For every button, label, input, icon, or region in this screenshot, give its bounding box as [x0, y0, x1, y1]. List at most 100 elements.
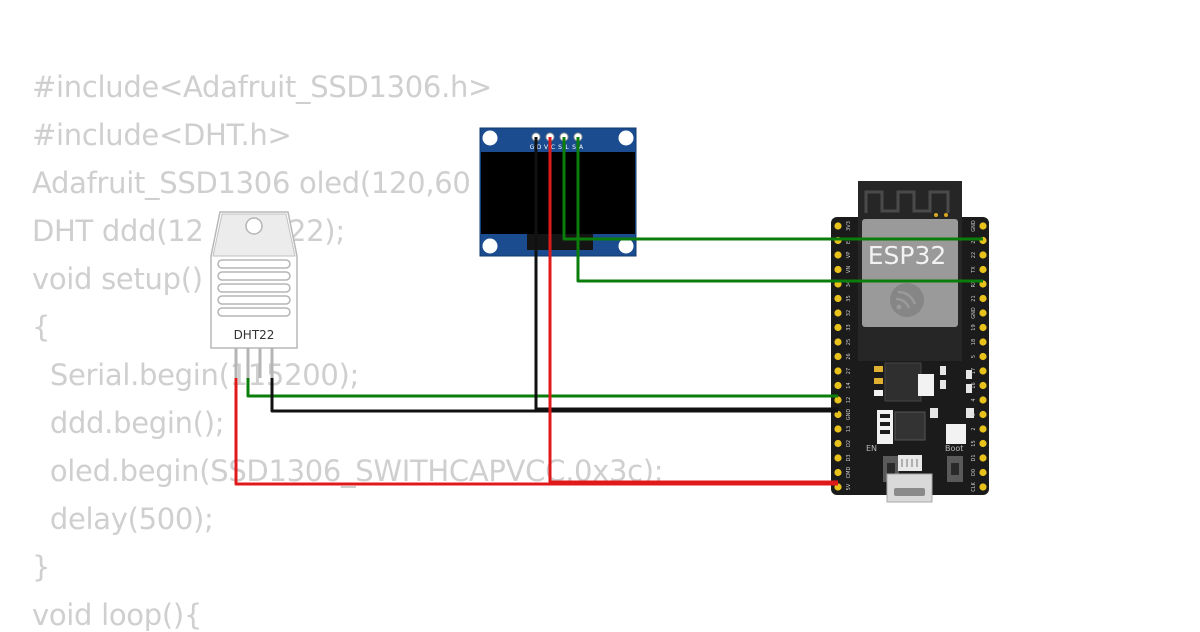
esp32-pin-left-27[interactable] — [834, 367, 842, 375]
sensor-grille — [217, 259, 291, 317]
esp32-pin-label: 18 — [971, 339, 977, 345]
wire-dht-gnd — [270, 378, 838, 413]
esp32-pin-left-32[interactable] — [834, 309, 842, 317]
esp32-pin-label: TX — [971, 266, 977, 274]
code-line: Adafruit_SSD1306 oled(120,60 — [32, 166, 471, 200]
esp32-pin-label: 17 — [971, 368, 977, 374]
esp32-pin-right-4[interactable] — [979, 396, 987, 404]
oled-screen — [481, 152, 635, 234]
esp32-board[interactable]: ESP32 EN Bo — [831, 181, 989, 503]
esp32-pin-right-tx[interactable] — [979, 265, 987, 274]
esp32-pin-label: 33 — [846, 324, 852, 330]
esp32-pin-left-3v3[interactable] — [834, 222, 842, 230]
mounting-hole-icon — [618, 130, 634, 146]
dht22-pins — [234, 348, 274, 378]
esp32-pin-label: 21 — [971, 295, 977, 301]
esp32-pin-right-17[interactable] — [979, 367, 987, 375]
esp32-pin-label: GND — [971, 220, 977, 232]
esp32-pin-right-gnd[interactable] — [979, 309, 987, 317]
esp32-pin-right-15[interactable] — [979, 439, 987, 448]
esp32-pin-left-14[interactable] — [834, 381, 842, 390]
esp32-pin-label: 19 — [971, 324, 977, 330]
esp32-pin-label: 3V3 — [846, 221, 852, 231]
esp32-pin-label: 5 — [971, 355, 977, 358]
esp32-pin-label: 14 — [846, 382, 852, 388]
mounting-hole-icon — [482, 238, 498, 254]
esp32-pin-label: GND — [846, 409, 852, 421]
esp32-pin-right-21[interactable] — [979, 294, 987, 303]
esp32-pin-label: 34 — [846, 281, 852, 287]
esp32-pin-label: 35 — [846, 295, 852, 301]
esp32-pin-left-26[interactable] — [834, 352, 842, 361]
svg-text:S: S — [572, 144, 576, 151]
esp32-pin-label: VP — [846, 252, 852, 258]
esp32-pin-left-35[interactable] — [834, 294, 842, 303]
svg-text:S: S — [558, 144, 562, 151]
esp32-pin-label: 0 — [971, 413, 977, 416]
code-line: } — [32, 550, 51, 584]
wire-dht-vcc — [234, 378, 838, 486]
esp32-shield-can — [862, 219, 958, 327]
esp32-pin-left-33[interactable] — [834, 323, 842, 332]
wire-oled-scl — [562, 137, 983, 241]
code-line: Serial.begin(115200); — [32, 358, 360, 392]
oled-pin-labels: G D V C S L S A — [530, 144, 584, 151]
esp32-pin-left-d3[interactable] — [834, 454, 842, 462]
wire-oled-sda — [576, 137, 983, 283]
esp32-pin-right-2[interactable] — [979, 425, 987, 433]
en-label: EN — [866, 444, 877, 453]
esp32-pin-left-vp[interactable] — [834, 251, 842, 259]
dht22-label: DHT22 — [234, 328, 275, 342]
code-line: delay(500); — [32, 502, 214, 536]
dht22-sensor[interactable]: DHT22 — [210, 211, 298, 378]
esp32-pin-right-0[interactable] — [979, 410, 987, 419]
esp32-pin-left-vn[interactable] — [834, 265, 842, 274]
esp32-pin-label: D0 — [971, 469, 977, 476]
svg-text:C: C — [551, 144, 555, 151]
esp32-pin-left-d2[interactable] — [834, 439, 842, 448]
code-line: void loop(){ — [32, 598, 203, 632]
esp32-pin-label: CLK — [971, 482, 977, 492]
esp32-pin-label: 5V — [846, 483, 852, 490]
esp32-pin-right-clk[interactable] — [979, 483, 987, 491]
esp32-pin-label: 26 — [846, 353, 852, 359]
code-line: ddd.begin(); — [32, 406, 225, 440]
esp32-pin-left-gnd[interactable] — [834, 410, 842, 419]
esp32-pin-label: D2 — [846, 440, 852, 447]
esp32-pin-right-16[interactable] — [979, 381, 987, 390]
esp32-pin-right-d0[interactable] — [979, 468, 987, 477]
wire-dht-data — [246, 378, 838, 398]
svg-text:G: G — [530, 144, 535, 151]
esp32-pin-right-5[interactable] — [979, 352, 987, 361]
code-line: { — [32, 310, 51, 344]
esp32-pin-right-d1[interactable] — [979, 454, 987, 462]
mounting-hole-icon — [245, 217, 263, 235]
esp32-pin-right-gnd[interactable] — [979, 222, 987, 230]
mounting-hole-icon — [482, 130, 498, 146]
mounting-hole-icon — [618, 238, 634, 254]
esp32-pin-right-18[interactable] — [979, 338, 987, 346]
espressif-logo-icon — [890, 283, 924, 317]
esp32-pin-left-13[interactable] — [834, 425, 842, 433]
esp32-pin-label: GND — [971, 307, 977, 319]
esp32-pin-right-19[interactable] — [979, 323, 987, 332]
esp32-pin-right-22[interactable] — [979, 251, 987, 259]
esp32-pin-label: D1 — [971, 454, 977, 461]
esp32-pin-headers — [834, 222, 987, 491]
oled-display[interactable]: G D V C S L S A — [479, 127, 637, 257]
esp32-pin-label: VN — [846, 266, 852, 273]
esp32-pin-label: CMD — [846, 467, 852, 479]
esp32-pin-label: D3 — [846, 454, 852, 461]
svg-text:V: V — [544, 144, 549, 151]
esp32-title: ESP32 — [868, 241, 947, 270]
boot-label: Boot — [945, 444, 963, 453]
esp32-pin-label: 32 — [846, 310, 852, 316]
esp32-pin-left-12[interactable] — [834, 396, 842, 404]
code-line: void setup() — [32, 262, 203, 296]
esp32-pin-label: 4 — [971, 398, 977, 401]
esp32-pin-labels: 3V3ENVPVN343532332526271412GND13D2D3CMD5… — [846, 220, 977, 492]
esp32-pin-left-25[interactable] — [834, 338, 842, 346]
esp32-pin-left-cmd[interactable] — [834, 468, 842, 477]
